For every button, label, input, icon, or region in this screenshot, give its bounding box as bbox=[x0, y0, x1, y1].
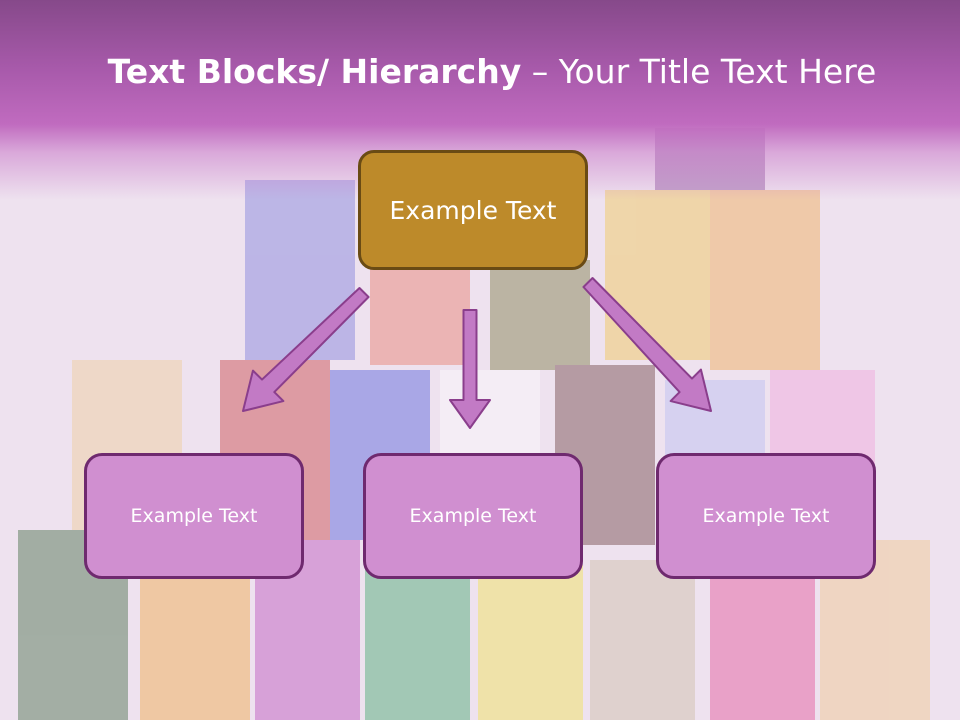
title-bold-part: Text Blocks/ Hierarchy bbox=[107, 52, 522, 91]
child-block-label: Example Text bbox=[409, 505, 537, 527]
title-regular-part: – Your Title Text Here bbox=[521, 52, 877, 91]
top-block-label: Example Text bbox=[389, 195, 557, 225]
child-block-label: Example Text bbox=[130, 505, 258, 527]
child-block-left: Example Text bbox=[84, 453, 304, 579]
child-block-label: Example Text bbox=[702, 505, 830, 527]
arrow-right bbox=[582, 277, 712, 412]
top-block: Example Text bbox=[358, 150, 588, 270]
slide-title: Text Blocks/ Hierarchy – Your Title Text… bbox=[0, 52, 960, 91]
child-block-right: Example Text bbox=[656, 453, 876, 579]
arrow-left bbox=[242, 287, 370, 412]
arrow-center bbox=[449, 309, 491, 429]
child-block-center: Example Text bbox=[363, 453, 583, 579]
